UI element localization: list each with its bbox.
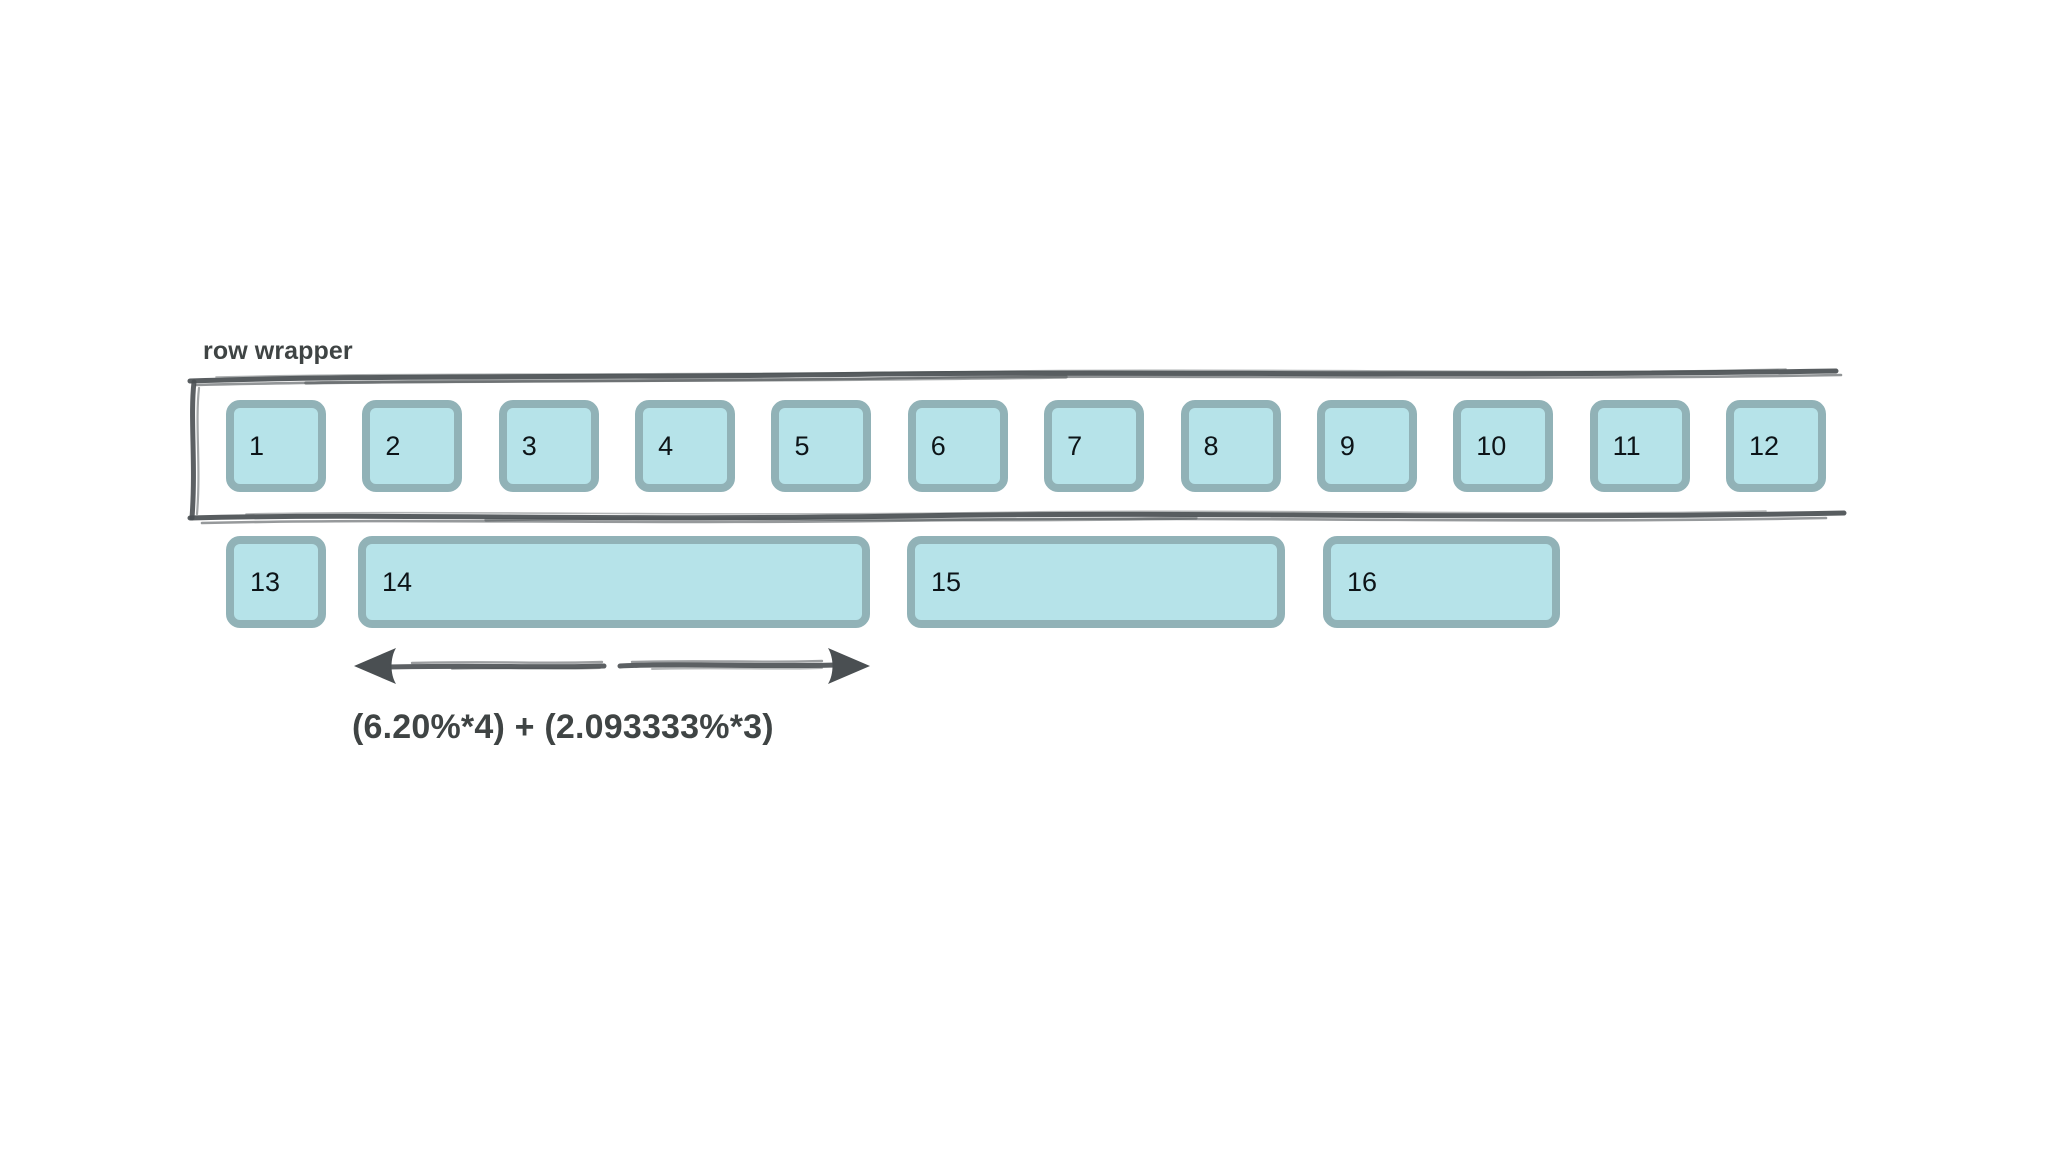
cell-5[interactable]: 5	[771, 400, 872, 492]
cell-label: 8	[1203, 430, 1219, 461]
cell-label: 14	[382, 566, 413, 597]
row-2: 13 14 15 16	[226, 536, 1560, 628]
cell-14[interactable]: 14	[358, 536, 870, 628]
cell-8[interactable]: 8	[1180, 400, 1281, 492]
cell-label: 11	[1612, 430, 1641, 461]
cell-11[interactable]: 11	[1589, 400, 1690, 492]
cell-label: 4	[658, 430, 674, 461]
cell-label: 5	[794, 430, 810, 461]
cell-label: 2	[385, 430, 401, 461]
cell-label: 7	[1067, 430, 1083, 461]
cell-10[interactable]: 10	[1453, 400, 1554, 492]
cell-label: 15	[931, 566, 962, 597]
cell-label: 16	[1347, 566, 1378, 597]
cell-1[interactable]: 1	[226, 400, 326, 492]
cell-2[interactable]: 2	[362, 400, 463, 492]
cell-label: 1	[249, 430, 265, 461]
cell-label: 12	[1748, 430, 1779, 461]
cell-12[interactable]: 12	[1725, 400, 1826, 492]
measurement-arrow-icon	[352, 642, 872, 690]
cell-15[interactable]: 15	[907, 536, 1285, 628]
cell-label: 3	[521, 430, 537, 461]
cell-9[interactable]: 9	[1316, 400, 1417, 492]
cell-4[interactable]: 4	[635, 400, 736, 492]
cell-13[interactable]: 13	[226, 536, 326, 628]
cell-16[interactable]: 16	[1323, 536, 1560, 628]
cell-label: 9	[1339, 430, 1355, 461]
cell-label: 13	[250, 566, 281, 597]
formula-caption: (6.20%*4) + (2.093333%*3)	[352, 708, 774, 746]
cell-3[interactable]: 3	[498, 400, 599, 492]
row-wrapper-label: row wrapper	[203, 337, 353, 365]
row-1: 1 2 3 4 5 6 7 8 9 10 11 12	[226, 400, 1826, 492]
cell-6[interactable]: 6	[907, 400, 1008, 492]
cell-label: 10	[1476, 430, 1507, 461]
cell-label: 6	[930, 430, 946, 461]
cell-7[interactable]: 7	[1044, 400, 1145, 492]
